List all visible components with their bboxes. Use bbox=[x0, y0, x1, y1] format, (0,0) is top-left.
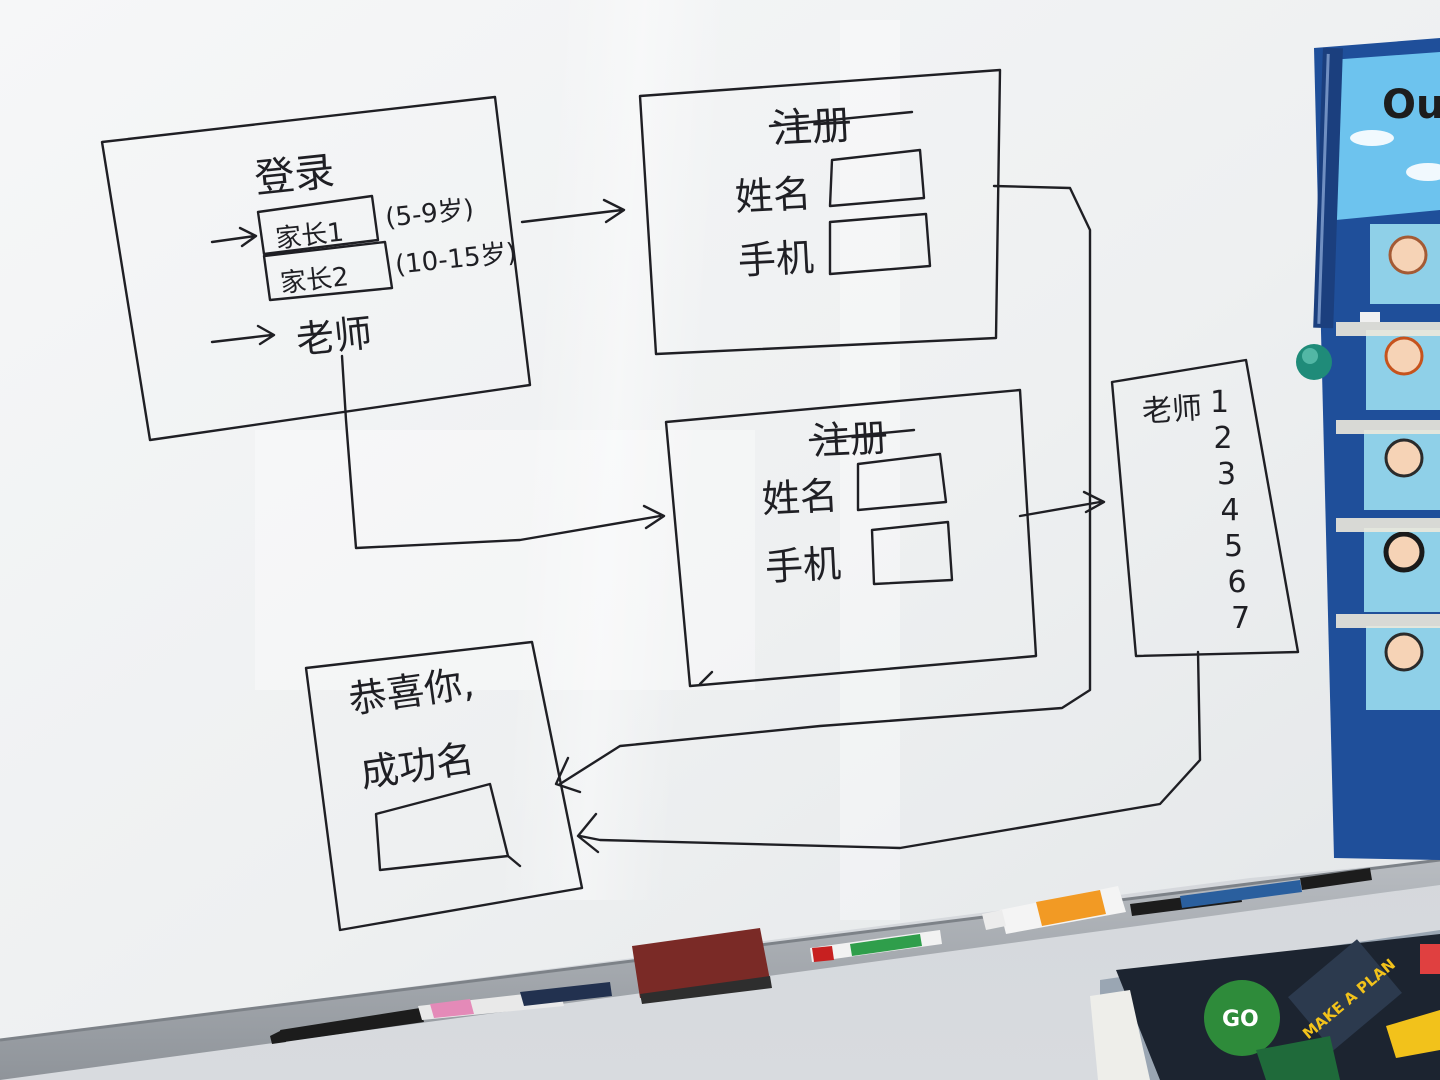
teacher-list-item: 7 bbox=[1231, 601, 1250, 636]
teacher-list-item: 5 bbox=[1224, 529, 1243, 564]
glare-reflection-2 bbox=[255, 430, 755, 690]
poster-title: Ou bbox=[1382, 82, 1440, 128]
arrow-teacherlist-to-success bbox=[576, 650, 1202, 854]
marker-red bbox=[810, 930, 942, 962]
login-option-parent2: 家长2 bbox=[262, 240, 394, 302]
login-title: 登录 bbox=[252, 148, 336, 202]
arrow-login-to-register bbox=[520, 198, 626, 224]
register-mid-phone-label: 手机 bbox=[764, 541, 842, 589]
teacher-list-item: 1 bbox=[1210, 385, 1229, 420]
login-option-teacher: 老师 bbox=[294, 311, 374, 363]
whiteboard-surface bbox=[0, 0, 1440, 1040]
tray-items bbox=[270, 868, 1372, 1044]
marker-blue-1 bbox=[520, 982, 612, 1006]
register-mid-box: 注册 姓名 手机 bbox=[664, 388, 1038, 688]
glare-reflection-3 bbox=[840, 20, 900, 920]
marker-blue-2 bbox=[1180, 868, 1372, 908]
arrow-into-parent1 bbox=[210, 226, 258, 248]
teacher-list-label: 老师 bbox=[1141, 391, 1203, 430]
register-top-name-input bbox=[828, 148, 926, 208]
eraser bbox=[632, 928, 772, 1004]
teacher-list-item: 4 bbox=[1221, 493, 1240, 528]
mat-go-label: GO bbox=[1222, 1007, 1259, 1032]
mat-go-circle bbox=[1204, 980, 1280, 1056]
game-mat: GO MAKE A PLAN bbox=[1090, 934, 1440, 1080]
register-top-title: 注册 bbox=[771, 102, 853, 152]
register-top-name-label: 姓名 bbox=[734, 171, 812, 219]
wall-poster: Ou bbox=[1296, 38, 1440, 860]
marker-black-1 bbox=[270, 1008, 424, 1044]
register-mid-name-label: 姓名 bbox=[761, 474, 839, 522]
register-top-phone-input bbox=[828, 212, 932, 276]
teacher-list-item: 6 bbox=[1228, 565, 1247, 600]
glare-reflection bbox=[497, 0, 730, 900]
arrow-register-top-to-success bbox=[554, 184, 1092, 794]
arrow-into-teacher bbox=[210, 324, 276, 346]
register-top-box: 注册 姓名 手机 bbox=[638, 68, 1002, 356]
teacher-list-item: 3 bbox=[1217, 457, 1236, 492]
arrow-teacher-to-register bbox=[340, 354, 666, 550]
teacher-list-item: 2 bbox=[1214, 421, 1233, 456]
mat-plan-panel bbox=[1288, 939, 1402, 1051]
register-mid-phone-input bbox=[870, 520, 954, 586]
emotion-cards bbox=[1336, 224, 1440, 710]
login-option-parent2-label: 家长2 bbox=[279, 262, 350, 299]
register-top-phone-label: 手机 bbox=[737, 235, 815, 283]
spray-bottle bbox=[982, 886, 1126, 934]
login-box: 登录 家长1 (5-9岁) 家长2 (10-15岁) 老师 bbox=[100, 95, 532, 442]
register-mid-name-input bbox=[856, 452, 948, 512]
